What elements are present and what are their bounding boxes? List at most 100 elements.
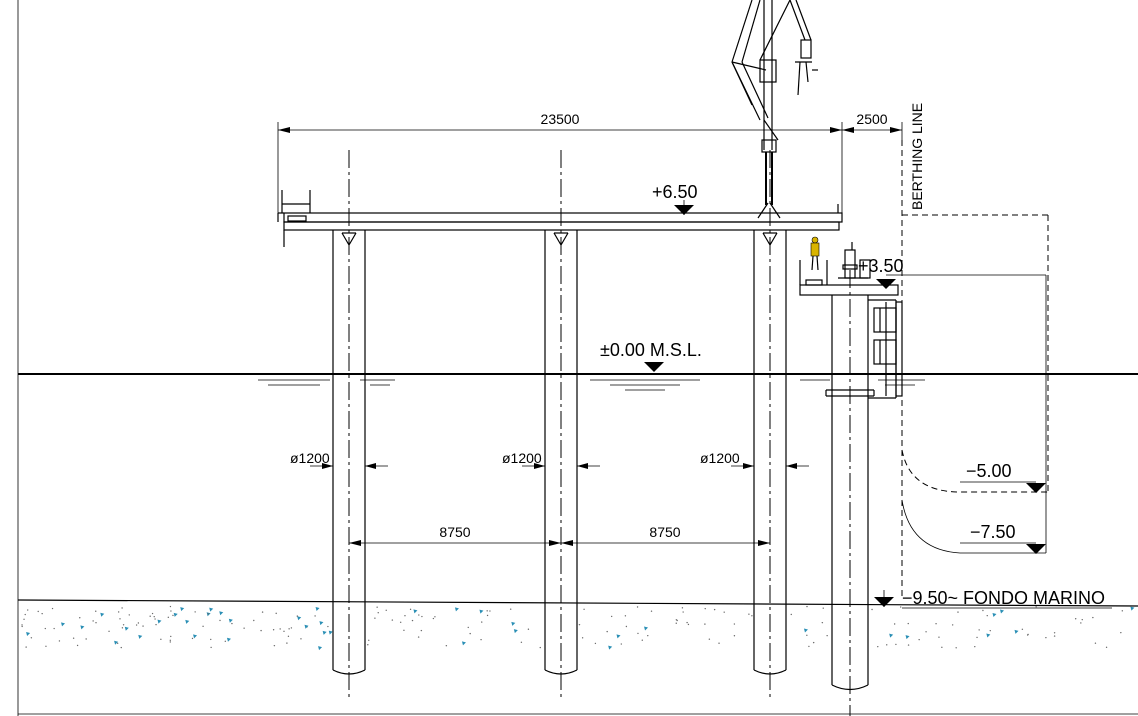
aggregate-mark xyxy=(606,630,608,633)
aggregate-mark xyxy=(1080,622,1082,624)
aggregate-mark xyxy=(520,641,523,643)
berthing-dolphin xyxy=(799,236,903,716)
aggregate-mark xyxy=(583,608,585,610)
aggregate-mark xyxy=(135,624,138,626)
aggregate-mark xyxy=(92,620,94,622)
aggregate-mark xyxy=(479,609,484,614)
aggregate-mark xyxy=(37,610,39,613)
pile-diameter-label: ø1200 xyxy=(290,450,330,466)
aggregate-mark xyxy=(261,611,264,613)
aggregate-mark xyxy=(713,608,716,611)
aggregate-mark xyxy=(1021,628,1024,630)
aggregate-mark xyxy=(27,609,29,611)
aggregate-mark xyxy=(675,622,677,624)
aggregate-mark xyxy=(51,607,54,610)
aggregate-mark xyxy=(803,628,808,633)
aggregate-mark xyxy=(1120,631,1122,634)
aggregate-mark xyxy=(976,636,978,639)
aggregate-mark xyxy=(45,645,47,647)
aggregate-mark xyxy=(41,612,43,615)
aggregate-mark xyxy=(806,605,808,608)
aggregate-mark xyxy=(21,624,23,626)
aggregate-mark xyxy=(374,617,376,619)
aggregate-mark xyxy=(1121,610,1124,612)
aggregate-mark xyxy=(1053,635,1056,637)
aggregate-mark xyxy=(907,644,910,646)
aggregate-mark xyxy=(149,615,151,617)
aggregate-mark xyxy=(80,625,85,630)
aggregate-mark xyxy=(142,625,144,627)
aggregate-mark xyxy=(938,636,940,638)
aggregate-mark xyxy=(790,613,792,616)
aggregate-mark xyxy=(616,634,621,639)
aggregate-mark xyxy=(61,622,66,627)
aggregate-mark xyxy=(290,627,293,629)
deck-level-label: +6.50 xyxy=(652,182,698,202)
aggregate-mark xyxy=(275,612,277,615)
aggregate-mark xyxy=(886,644,888,646)
aggregate-mark xyxy=(30,637,33,639)
worker-figure xyxy=(810,236,820,271)
aggregate-mark xyxy=(385,609,387,611)
aggregate-mark xyxy=(986,633,991,638)
aggregate-mark xyxy=(202,625,204,628)
aggregate-mark xyxy=(288,628,290,630)
aggregate-mark xyxy=(877,645,879,648)
aggregate-mark xyxy=(243,627,245,629)
aggregate-mark xyxy=(138,634,143,639)
aggregate-mark xyxy=(404,615,406,617)
pile-spacing-label: 8750 xyxy=(649,524,680,540)
aggregate-mark xyxy=(124,626,129,631)
aggregate-mark xyxy=(315,607,320,612)
aggregate-mark xyxy=(822,607,824,609)
aggregate-mark xyxy=(117,611,120,613)
aggregate-mark xyxy=(210,638,212,641)
aggregate-mark xyxy=(486,610,488,612)
aggregate-mark xyxy=(986,614,988,617)
aggregate-mark xyxy=(982,609,984,612)
aggregate-mark xyxy=(260,629,262,632)
aggregate-mark xyxy=(812,641,815,644)
aggregate-mark xyxy=(420,629,423,632)
aggregate-mark xyxy=(224,640,227,642)
aggregate-mark xyxy=(72,637,75,639)
aggregate-mark xyxy=(1130,606,1135,611)
aggregate-mark xyxy=(733,635,736,637)
aggregate-mark xyxy=(682,611,684,613)
aggregate-mark xyxy=(154,618,156,620)
aggregate-mark xyxy=(409,608,412,611)
aggregate-mark xyxy=(76,644,79,647)
aggregate-mark xyxy=(95,610,97,612)
aggregate-mark xyxy=(219,619,221,622)
aggregate-mark xyxy=(432,617,435,620)
aggregate-mark xyxy=(283,630,285,633)
aggregate-mark xyxy=(751,615,753,617)
aggregate-mark xyxy=(1053,632,1056,634)
aggregate-mark xyxy=(193,634,198,639)
pile-diameter-left: ø1200 xyxy=(290,450,388,469)
aggregate-mark xyxy=(137,622,140,624)
aggregate-mark xyxy=(157,619,162,624)
aggregate-mark xyxy=(44,627,47,630)
aggregate-mark xyxy=(895,643,897,646)
aggregate-mark xyxy=(122,624,125,626)
aggregate-mark xyxy=(114,640,119,645)
aggregate-mark xyxy=(539,646,541,649)
deck-level-marker: +6.50 xyxy=(652,182,698,215)
pile-spacing-dimension: 8750 8750 xyxy=(349,524,770,546)
platform-level-marker: +3.50 xyxy=(858,256,1046,289)
aggregate-mark xyxy=(287,635,290,638)
aggregate-mark xyxy=(951,624,954,626)
aggregate-mark xyxy=(219,611,224,616)
aggregate-mark xyxy=(79,617,81,619)
aggregate-mark xyxy=(1092,616,1094,619)
aggregate-mark xyxy=(194,611,196,613)
aggregate-mark xyxy=(821,621,824,624)
aggregate-mark xyxy=(957,611,959,613)
aggregate-mark xyxy=(418,614,420,616)
aggregate-mark xyxy=(58,640,61,642)
aggregate-mark xyxy=(403,629,405,632)
aggregate-mark xyxy=(367,644,369,646)
aggregate-mark xyxy=(467,626,469,629)
aggregate-mark xyxy=(128,614,130,616)
